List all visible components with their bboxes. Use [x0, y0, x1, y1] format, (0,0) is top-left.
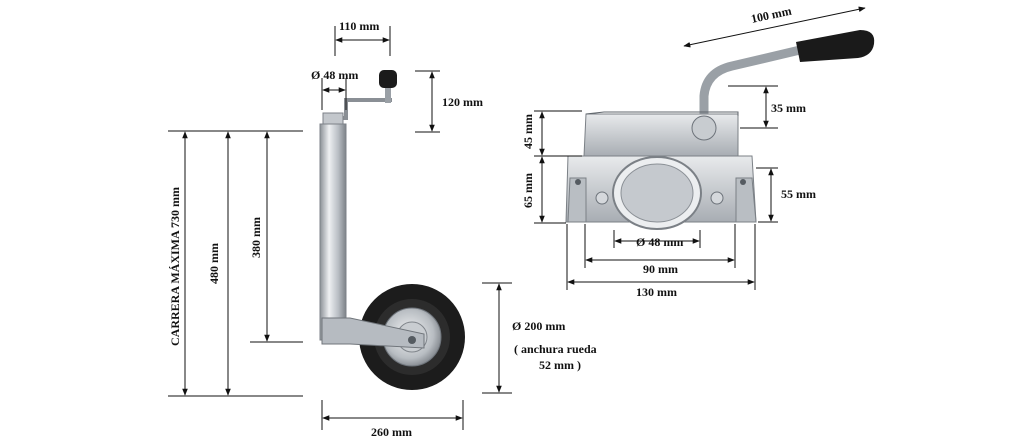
- label-bore-diameter: Ø 48 mm: [636, 235, 683, 249]
- label-wheel-width-1: ( anchura rueda: [514, 342, 597, 356]
- label-wheel-diameter: Ø 200 mm: [512, 319, 565, 333]
- outer-tube: [319, 123, 347, 341]
- label-handle-height-clamp: 35 mm: [771, 101, 806, 115]
- label-total-width: 130 mm: [636, 285, 677, 299]
- tube-cap: [322, 112, 344, 126]
- label-side-height: 55 mm: [781, 187, 816, 201]
- clamp-bore-inner: [620, 163, 694, 223]
- label-total-height: 480 mm: [207, 243, 221, 284]
- clamp-bolt-left: [595, 191, 609, 205]
- clamp-illustration: [565, 30, 875, 230]
- clamp-hole-right: [740, 179, 746, 185]
- dim-100-arrow: [683, 6, 866, 48]
- clamp-lever-grip: [796, 30, 875, 62]
- label-handle-offset: 110 mm: [339, 19, 379, 33]
- clamp-upper-edge: [585, 111, 739, 116]
- wheel-fork: [321, 317, 425, 349]
- clamp-bolt-right: [710, 191, 724, 205]
- clamp-hole-left: [575, 179, 581, 185]
- label-wheel-width-2: 52 mm ): [539, 358, 581, 372]
- clamp-lever-pivot: [691, 115, 717, 141]
- label-handle-length: 100 mm: [750, 4, 793, 26]
- clamp-dimension-lines: [534, 6, 866, 290]
- label-inner-width: 90 mm: [643, 262, 678, 276]
- label-tube-diameter: Ø 48 mm: [311, 68, 358, 82]
- jack-dimension-labels: 110 mm Ø 48 mm 120 mm CARRERA MÁXIMA 730…: [168, 19, 597, 439]
- label-handle-height: 120 mm: [442, 95, 483, 109]
- clamp-upper-block: [583, 113, 739, 157]
- label-base-width: 260 mm: [371, 425, 412, 439]
- jockey-wheel-illustration: [319, 70, 465, 390]
- jack-dimension-lines: [168, 26, 512, 430]
- clamp-lever: [699, 45, 805, 133]
- clamp-flange-left: [567, 177, 587, 223]
- axle-bolt: [408, 336, 416, 344]
- label-upper-height: 45 mm: [521, 114, 535, 149]
- label-max-stroke: CARRERA MÁXIMA 730 mm: [168, 187, 182, 346]
- crank-stem: [385, 85, 391, 103]
- label-lower-height: 65 mm: [521, 173, 535, 208]
- label-tube-length: 380 mm: [249, 217, 263, 258]
- clamp-flange-right: [735, 177, 757, 223]
- crank-knob: [379, 70, 397, 88]
